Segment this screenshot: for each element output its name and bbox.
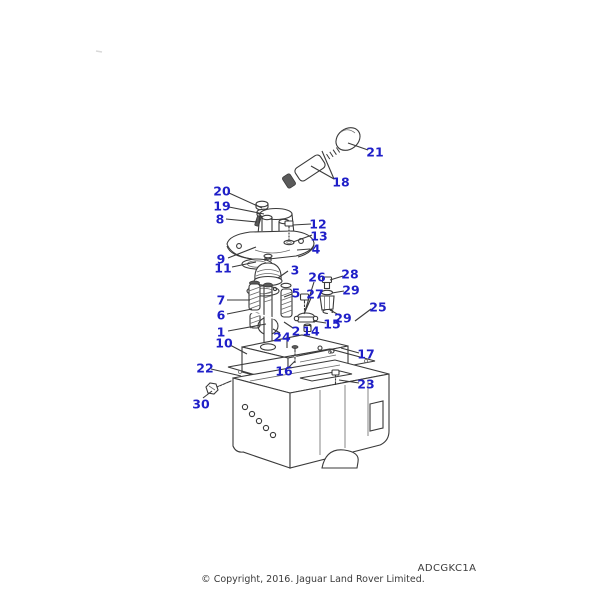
leader-line-17 xyxy=(340,347,360,354)
callout-22: 22 xyxy=(196,361,213,376)
case-opening xyxy=(299,370,353,382)
shaft-bore xyxy=(259,343,277,351)
copyright-text: © Copyright, 2016. Jaguar Land Rover Lim… xyxy=(201,574,425,585)
spring-cap-5 xyxy=(280,282,292,289)
callout-2: 2 xyxy=(292,324,301,339)
callout-29: 29 xyxy=(342,283,359,298)
leader-line-15 xyxy=(312,320,327,324)
callout-25: 25 xyxy=(369,300,386,315)
callout-16: 16 xyxy=(275,364,293,379)
callout-11: 11 xyxy=(214,261,231,276)
leader-line-24 xyxy=(272,328,281,334)
bolt-23-head xyxy=(331,369,340,376)
leader-line-8 xyxy=(225,218,258,223)
callout-28: 28 xyxy=(341,267,358,282)
leader-line-20 xyxy=(228,192,263,209)
callout-20: 20 xyxy=(213,184,231,199)
callout-5: 5 xyxy=(292,286,301,301)
leader-line-27 xyxy=(303,297,312,315)
bolt-30 xyxy=(205,380,232,395)
leader-line-18 xyxy=(310,165,335,180)
callout-6: 6 xyxy=(217,308,226,323)
case-arch-cutout xyxy=(321,449,359,469)
leader-line-14 xyxy=(308,323,312,328)
callout-23: 23 xyxy=(357,377,374,392)
callout-17: 17 xyxy=(357,347,374,362)
callout-10: 10 xyxy=(215,336,233,351)
transmission-case xyxy=(205,359,390,469)
callout-12: 12 xyxy=(309,217,326,232)
callout-4: 4 xyxy=(312,242,321,257)
bolt-12-washer-13 xyxy=(283,220,295,246)
washer-13 xyxy=(283,239,295,246)
leader-line-29 xyxy=(331,290,345,294)
gear-lever-assembly xyxy=(273,127,361,223)
callout-14: 14 xyxy=(302,324,320,339)
callout-1: 1 xyxy=(217,325,226,340)
callout-30: 30 xyxy=(192,397,210,412)
case-right-face xyxy=(289,373,390,469)
leader-line-23 xyxy=(338,379,360,384)
drawing-code: ADCGKC1A xyxy=(417,563,477,574)
bolt-30-head xyxy=(205,382,219,395)
leader-line-22 xyxy=(210,368,242,377)
leader-line-25 xyxy=(354,308,372,322)
callout-8: 8 xyxy=(216,212,225,227)
leader-line-18 xyxy=(321,150,335,180)
leader-line-4 xyxy=(296,248,311,251)
leader-line-26 xyxy=(304,281,315,312)
callout-29: 29 xyxy=(334,311,351,326)
leader-line-21 xyxy=(347,142,369,151)
callout-19: 19 xyxy=(213,199,230,214)
gear-knob-highlight xyxy=(340,129,356,134)
callout-15: 15 xyxy=(323,317,340,332)
leader-line-6 xyxy=(226,308,253,315)
leader-line-19 xyxy=(228,206,265,215)
callout-21: 21 xyxy=(366,145,383,160)
stud-8 xyxy=(254,215,262,227)
lever-thread xyxy=(326,147,341,160)
callout-24: 24 xyxy=(273,330,291,345)
leader-line-2 xyxy=(283,321,294,329)
selector-shaft-1 xyxy=(249,282,293,350)
leader-line-3 xyxy=(277,270,289,279)
bolt-12-head xyxy=(284,220,294,227)
turret-housing-4 xyxy=(226,207,315,261)
leader-line-1 xyxy=(227,323,267,332)
stray-mark xyxy=(95,50,103,53)
callout-13: 13 xyxy=(310,229,327,244)
shaft-top-cap xyxy=(263,282,273,288)
case-left-face xyxy=(232,377,291,469)
leader-line-16 xyxy=(287,360,296,369)
callout-7: 7 xyxy=(217,293,226,308)
case-notch xyxy=(369,400,384,432)
lever-collar xyxy=(282,173,296,189)
leader-line-10 xyxy=(229,344,248,355)
leader-line-9 xyxy=(227,246,257,259)
leader-line-29 xyxy=(329,309,340,316)
callout-3: 3 xyxy=(291,263,300,278)
leader-line-11 xyxy=(231,261,257,268)
callout-18: 18 xyxy=(332,175,349,190)
union-plug-assembly xyxy=(319,276,335,315)
leader-line-13 xyxy=(292,234,313,243)
turret-boss-left xyxy=(261,214,273,221)
lever-sleeve xyxy=(294,154,326,182)
leader-line-30 xyxy=(202,390,213,399)
callout-9: 9 xyxy=(217,252,226,267)
callout-27: 27 xyxy=(306,287,323,302)
leader-line-28 xyxy=(329,275,344,281)
leader-line-12 xyxy=(292,223,312,226)
callout-26: 26 xyxy=(308,270,326,285)
leader-line-5 xyxy=(283,293,293,298)
